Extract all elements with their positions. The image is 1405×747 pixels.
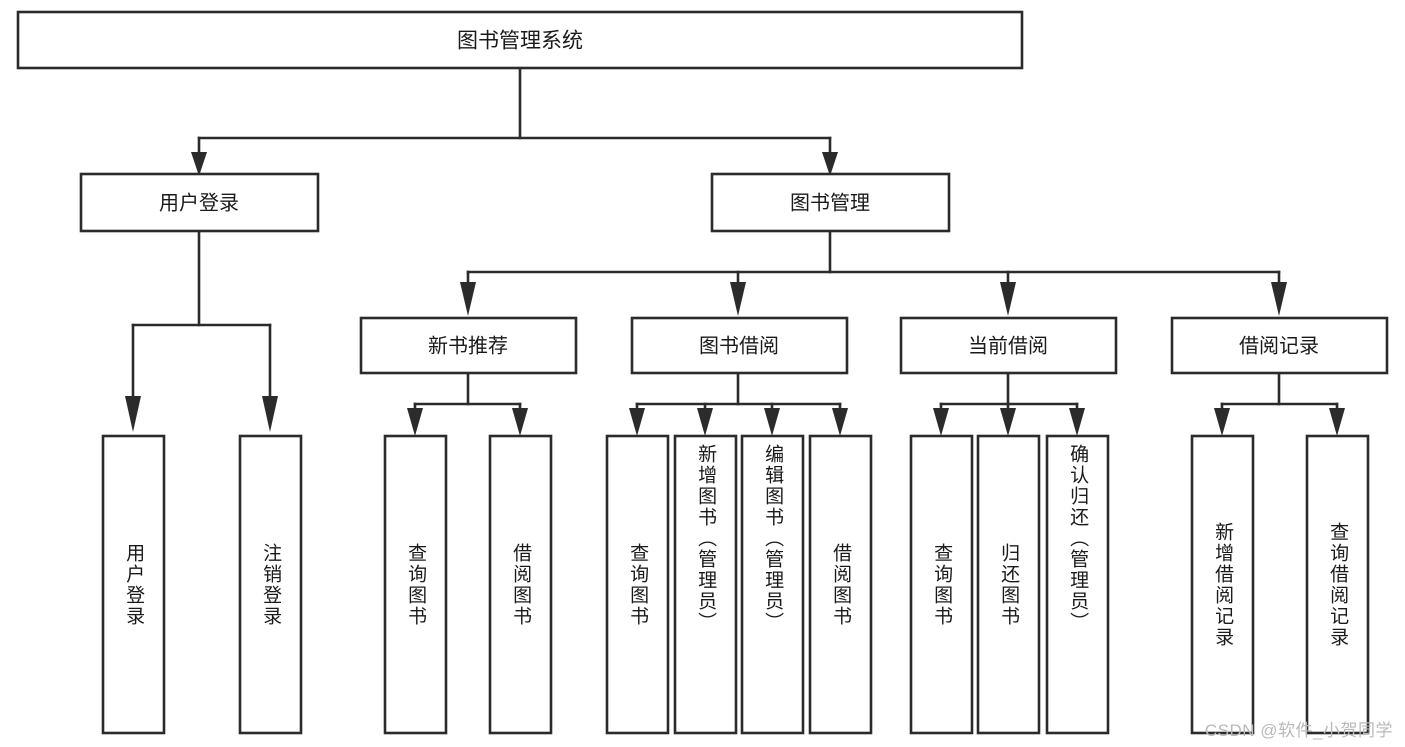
- csdn-watermark: CSDN @软件_小贺同学: [1204, 721, 1393, 740]
- arrow-head-new-book-recommend: [460, 282, 476, 316]
- node-title-label: 图书管理系统: [457, 30, 583, 53]
- connector-layer: [125, 66, 1345, 436]
- arrow-head-leaf-user-logout: [262, 396, 278, 432]
- arrow-head-leaf-user-login: [125, 396, 141, 432]
- arrow-head-borrow-record: [1271, 282, 1287, 316]
- arrow-head-leaf-query-book-3: [933, 408, 949, 436]
- node-user-login-label: 用户登录: [159, 191, 239, 214]
- node-leaf-query-book-2[interactable]: [605, 434, 670, 735]
- node-leaf-user-login[interactable]: [101, 434, 166, 735]
- node-book-borrow-label: 图书借阅: [699, 334, 779, 357]
- node-book-manage-label: 图书管理: [790, 191, 870, 214]
- node-book-manage[interactable]: [710, 172, 951, 233]
- node-borrow-record[interactable]: [1170, 316, 1389, 375]
- node-new-book-recommend-label: 新书推荐: [428, 334, 508, 357]
- node-user-login[interactable]: [79, 172, 320, 233]
- arrow-head-leaf-borrow-book-1: [512, 408, 528, 436]
- node-borrow-record-label: 借阅记录: [1239, 334, 1319, 357]
- node-current-borrow[interactable]: [899, 316, 1118, 375]
- arrow-head-leaf-add-record: [1214, 408, 1230, 436]
- arrow-head-book-manage: [822, 152, 838, 176]
- node-leaf-user-logout[interactable]: [238, 434, 303, 735]
- node-layer: 图书管理系统 用户登录 图书管理 新书推荐 图书借阅 当前借阅 借阅记录: [16, 10, 1389, 735]
- node-leaf-borrow-book-1[interactable]: [488, 434, 553, 735]
- node-leaf-return-book[interactable]: [976, 434, 1041, 735]
- arrow-head-leaf-query-record: [1329, 408, 1345, 436]
- arrow-head-leaf-confirm-return: [1069, 408, 1085, 436]
- node-leaf-borrow-book-2[interactable]: [808, 434, 873, 735]
- node-leaf-add-book[interactable]: [673, 434, 738, 735]
- node-leaf-add-record[interactable]: [1190, 434, 1255, 735]
- node-leaf-confirm-return[interactable]: [1045, 434, 1110, 735]
- arrow-head-leaf-edit-book: [764, 408, 780, 436]
- arrow-head-leaf-return-book: [1000, 408, 1016, 436]
- node-new-book-recommend[interactable]: [359, 316, 578, 375]
- node-book-borrow[interactable]: [630, 316, 849, 375]
- node-leaf-edit-book[interactable]: [740, 434, 805, 735]
- arrow-head-leaf-add-book: [697, 408, 713, 436]
- node-title-box[interactable]: [16, 10, 1024, 70]
- node-leaf-query-book-3[interactable]: [909, 434, 974, 735]
- arrow-head-book-borrow: [730, 282, 746, 316]
- arrow-head-leaf-borrow-book-2: [832, 408, 848, 436]
- arrow-head-user-login: [191, 152, 207, 176]
- node-leaf-query-book-1[interactable]: [383, 434, 448, 735]
- arrow-head-leaf-query-book-1: [407, 408, 423, 436]
- arrow-head-current-borrow: [1000, 282, 1016, 316]
- node-current-borrow-label: 当前借阅: [968, 334, 1048, 357]
- node-leaf-query-record[interactable]: [1305, 434, 1370, 735]
- arrow-head-leaf-query-book-2: [629, 408, 645, 436]
